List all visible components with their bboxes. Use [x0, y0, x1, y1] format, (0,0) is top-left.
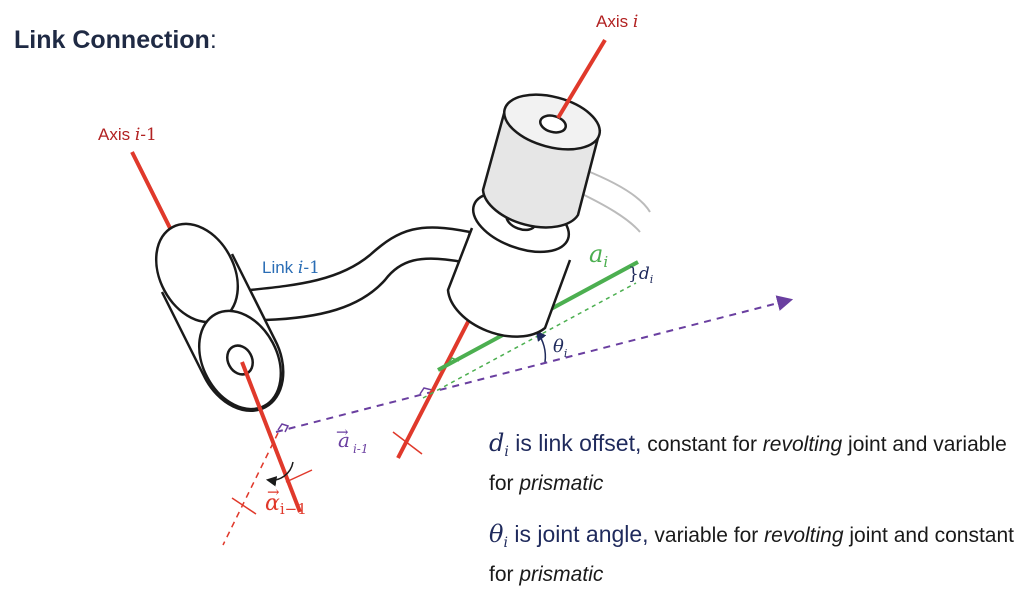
axis-i-minus-1-lower: [240, 361, 302, 513]
projected-axis-tick: [231, 497, 257, 515]
axis-i-label: Axis i: [596, 12, 638, 32]
link-offset-note: di is link offset, constant for revoltin…: [489, 429, 1007, 495]
joint-i-minus-1-cylinder: [154, 222, 285, 413]
a-i-projection-dashed: [422, 282, 637, 399]
right-angle-mark-1: [277, 423, 290, 433]
axis-i-tick: [392, 431, 423, 455]
link-i-minus-1-label: Link i-1: [262, 258, 320, 278]
alpha-angle-arc: [265, 461, 294, 487]
cable-curve-2: [577, 191, 641, 233]
joint-angle-note: θi is joint angle, variable for revoltin…: [489, 520, 1014, 586]
right-angle-mark-3: [446, 357, 460, 366]
axis-i-lower: [396, 317, 472, 459]
joint-i-upper-cylinder: [481, 93, 602, 229]
theta-angle-arc: [535, 330, 547, 363]
d-i-label: }di: [628, 264, 653, 286]
cable-curve-1: [584, 169, 651, 213]
common-normal-a-i-minus-1: [275, 295, 794, 433]
theta-i-label: θi: [553, 336, 567, 360]
a-i-label: ai: [589, 240, 608, 271]
alpha-i-minus-1-label: →αi−1: [265, 483, 307, 518]
axis-i-upper: [556, 38, 607, 120]
page-title: Link Connection:: [14, 26, 217, 54]
axis-i-minus-1-tick: [285, 469, 313, 483]
projected-axis-i-dashed: [222, 432, 279, 546]
axis-i-minus-1-label: Axis i-1: [98, 125, 157, 145]
